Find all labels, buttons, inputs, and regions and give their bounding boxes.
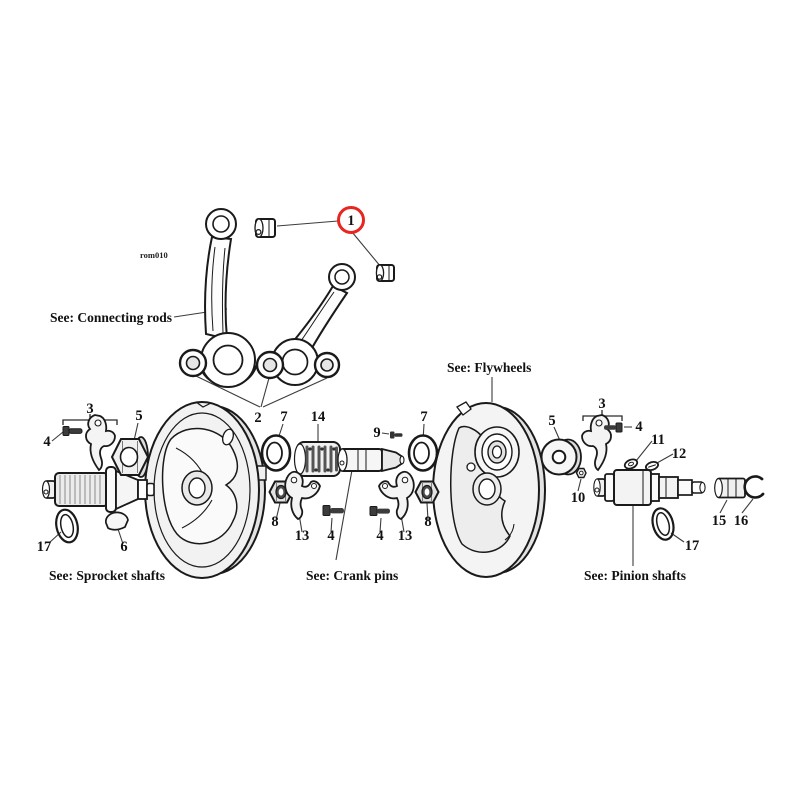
ring-7-left — [260, 434, 292, 472]
fitting-3-left — [85, 414, 116, 472]
label-crank-pins: See: Crank pins — [306, 568, 398, 583]
callout-10: 10 — [571, 490, 586, 506]
left-flywheel — [144, 401, 267, 579]
callout-4-mid-left: 4 — [327, 528, 334, 544]
hex-nut-5-left — [110, 436, 150, 478]
callout-2: 2 — [254, 410, 261, 426]
fork-13-right — [378, 470, 415, 521]
woodruff-key-6 — [105, 511, 129, 531]
callout-1-ring — [337, 206, 365, 234]
sprocket-shaft — [41, 466, 155, 513]
clip-11 — [623, 458, 639, 470]
piston-pin-bushing-b — [375, 264, 395, 282]
callout-15: 15 — [712, 513, 727, 529]
right-flywheel — [432, 401, 546, 578]
clip-12 — [644, 460, 660, 472]
callout-16: 16 — [734, 513, 749, 529]
label-connecting-rods: See: Connecting rods — [50, 310, 172, 325]
callout-14: 14 — [311, 409, 326, 425]
callout-13-right: 13 — [398, 528, 413, 544]
piston-pin-bushing-a — [254, 218, 276, 238]
screw-9 — [390, 431, 403, 439]
spacer-15 — [714, 477, 746, 499]
callout-12: 12 — [672, 446, 687, 462]
crank-pin — [337, 447, 405, 473]
callout-17-right: 17 — [685, 538, 700, 554]
roller-bearing-14 — [293, 441, 341, 477]
connecting-rod-rear — [271, 263, 356, 386]
bolt-4-mid-left — [322, 505, 344, 516]
callout-7-right: 7 — [420, 409, 427, 425]
snap-ring-16 — [743, 475, 765, 499]
callout-1: 1 — [347, 213, 354, 229]
bolt-4-mid-right — [369, 506, 390, 516]
part-numbers: 2 3 4 5 6 17 7 14 9 7 8 13 4 4 13 8 5 10… — [37, 396, 749, 555]
bolt-4-left — [62, 426, 83, 436]
callout-8-right: 8 — [424, 514, 431, 530]
callout-6: 6 — [120, 539, 127, 555]
seal-17-left — [55, 508, 79, 544]
callout-13-left: 13 — [295, 528, 310, 544]
callout-17-left: 17 — [37, 539, 52, 555]
leader-lines — [48, 220, 754, 569]
washer-5-right — [540, 438, 582, 476]
callout-9: 9 — [373, 425, 380, 441]
nut-10 — [575, 467, 587, 479]
section-labels: rom010 See: Connecting rods See: Flywhee… — [49, 250, 686, 583]
pinion-shaft — [593, 469, 706, 506]
callout-7-left: 7 — [280, 409, 287, 425]
ring-7-right — [407, 434, 439, 472]
label-sprocket-shafts: See: Sprocket shafts — [49, 568, 165, 583]
connecting-rod-front — [198, 208, 258, 388]
label-pinion-shafts: See: Pinion shafts — [584, 568, 686, 583]
thrust-washers — [178, 348, 341, 380]
label-flywheels: See: Flywheels — [447, 360, 531, 375]
callout-11: 11 — [651, 432, 665, 448]
fitting-3-right — [581, 414, 612, 472]
callout-8-left: 8 — [271, 514, 278, 530]
bolt-4-right — [604, 422, 623, 433]
fork-13-left — [284, 470, 321, 521]
callout-5-left: 5 — [135, 408, 142, 424]
callout-5-right: 5 — [548, 413, 555, 429]
callout-3-right: 3 — [598, 396, 605, 412]
bearing-rollers — [305, 445, 338, 473]
drawing-code: rom010 — [140, 250, 168, 260]
callout-4-mid-right: 4 — [376, 528, 383, 544]
spline-hatching — [59, 475, 101, 504]
callout-3-left: 3 — [86, 401, 93, 417]
nut-8-right — [414, 480, 440, 504]
callout-4-right: 4 — [635, 419, 642, 435]
callout-4-left: 4 — [43, 434, 50, 450]
seal-17-right — [651, 507, 675, 541]
